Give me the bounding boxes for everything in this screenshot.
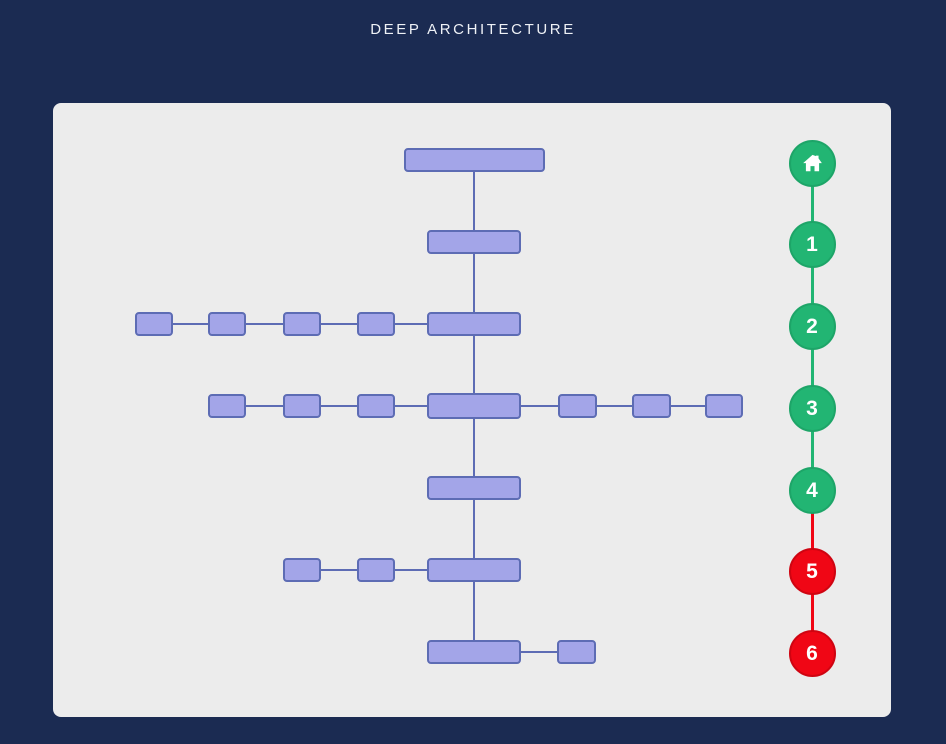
- timeline-step-1[interactable]: 1: [788, 220, 836, 268]
- node-row-4-right-2[interactable]: [632, 394, 671, 418]
- timeline-step-label: 6: [806, 641, 818, 665]
- branch-connector-left: [395, 405, 427, 407]
- timeline-step-label: 5: [806, 559, 818, 583]
- home-icon: [801, 152, 824, 174]
- branch-connector-left: [246, 323, 283, 325]
- branch-connector-left: [246, 405, 283, 407]
- timeline-step-4[interactable]: 4: [788, 466, 836, 514]
- node-row-4-right-1[interactable]: [558, 394, 597, 418]
- timeline-step-2[interactable]: 2: [788, 302, 836, 350]
- timeline-connector: [810, 163, 814, 244]
- diagram-canvas: 1 2 3 4 5 6: [53, 103, 891, 717]
- node-row-4-left-3[interactable]: [208, 394, 246, 418]
- spine-segment: [473, 570, 475, 652]
- branch-connector-left: [395, 323, 427, 325]
- timeline-step-label: 1: [806, 232, 818, 256]
- timeline-step-label: 3: [806, 396, 818, 420]
- node-row-3-center[interactable]: [427, 312, 521, 336]
- node-row-3-left-3[interactable]: [208, 312, 246, 336]
- branch-connector-right: [597, 405, 632, 407]
- timeline-step-label: 2: [806, 314, 818, 338]
- node-row-6-left-2[interactable]: [283, 558, 321, 582]
- spine-segment: [473, 324, 475, 406]
- timeline-step-label: 4: [806, 478, 818, 502]
- spine-segment: [473, 160, 475, 242]
- node-row-4-right-3[interactable]: [705, 394, 743, 418]
- branch-connector-left: [395, 569, 427, 571]
- branch-connector-left: [321, 323, 357, 325]
- node-row-4-left-1[interactable]: [357, 394, 395, 418]
- node-row-5-center[interactable]: [427, 476, 521, 500]
- timeline-step-home[interactable]: [788, 139, 836, 187]
- node-row-7-center[interactable]: [427, 640, 521, 664]
- node-row-6-left-1[interactable]: [357, 558, 395, 582]
- node-row-4-left-2[interactable]: [283, 394, 321, 418]
- node-row-3-left-2[interactable]: [283, 312, 321, 336]
- timeline-connector: [810, 326, 814, 408]
- node-row-2-center[interactable]: [427, 230, 521, 254]
- timeline-connector: [810, 490, 814, 571]
- spine-segment: [473, 488, 475, 570]
- timeline-connector: [810, 408, 814, 490]
- timeline-step-3[interactable]: 3: [788, 384, 836, 432]
- node-row-3-left-4[interactable]: [135, 312, 173, 336]
- branch-connector-right: [671, 405, 705, 407]
- node-row-3-left-1[interactable]: [357, 312, 395, 336]
- spine-segment: [473, 242, 475, 324]
- node-row-7-right-1[interactable]: [557, 640, 596, 664]
- timeline-step-5[interactable]: 5: [788, 547, 836, 595]
- spine-segment: [473, 406, 475, 488]
- branch-connector-left: [321, 569, 357, 571]
- timeline-step-6[interactable]: 6: [788, 629, 836, 677]
- page-title: DEEP ARCHITECTURE: [370, 21, 576, 38]
- branch-connector-right: [521, 651, 557, 653]
- node-row-1-center[interactable]: [404, 148, 545, 172]
- branch-connector-right: [521, 405, 558, 407]
- node-row-6-center[interactable]: [427, 558, 521, 582]
- branch-connector-left: [321, 405, 357, 407]
- timeline-connector: [810, 571, 814, 653]
- branch-connector-left: [173, 323, 208, 325]
- timeline-connector: [810, 244, 814, 326]
- node-row-4-center[interactable]: [427, 393, 521, 419]
